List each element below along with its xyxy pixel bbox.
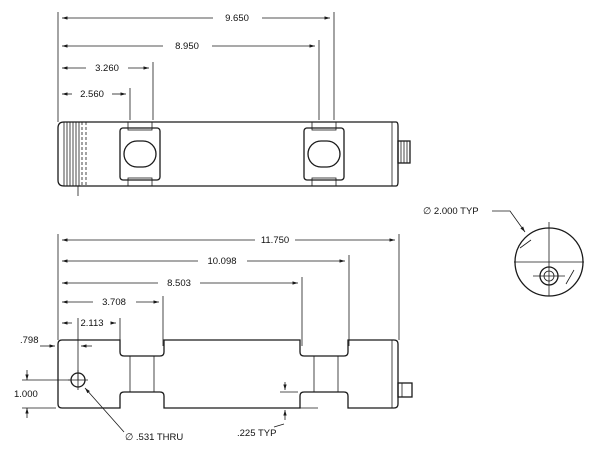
dim-label-8503: 8.503	[167, 278, 191, 289]
groove-depth: .225 TYP	[237, 382, 318, 439]
dim-label-8950: 8.950	[175, 41, 199, 52]
dim-overall-top: 9.650	[61, 13, 330, 24]
end-view: ∅ 2.000 TYP	[423, 206, 584, 297]
hole-note: ∅ .531 THRU	[125, 432, 183, 443]
dim-label-11750: 11.750	[261, 235, 289, 246]
dim-slot-to-slot: 8.950	[61, 41, 315, 52]
hole-leader: ∅ .531 THRU	[84, 387, 183, 443]
dim-label-3260: 3.260	[95, 63, 119, 74]
dim-hole-offset: .798	[20, 335, 92, 348]
end-diameter-note: ∅ 2.000 TYP	[423, 206, 479, 217]
dim-label-2560: 2.560	[80, 89, 104, 100]
dim-third: 8.503	[61, 278, 298, 289]
dim-fourth: 3.708	[61, 297, 159, 308]
dim-overall-front: 11.750	[61, 235, 395, 246]
dim-label-0798: .798	[20, 335, 39, 346]
dim-label-3708: 3.708	[102, 297, 126, 308]
dim-label-10098: 10.098	[207, 256, 236, 267]
dim-slot-far: 3.260	[61, 63, 149, 74]
top-view: 9.650 8.950 3.260 2.560	[57, 12, 411, 196]
dim-label-1000: 1.000	[14, 389, 38, 400]
dim-height: 1.000	[14, 370, 70, 418]
dim-fifth: 2.113	[61, 318, 116, 329]
front-view: 11.750 10.098 8.503 3.708 2.113 .798	[14, 234, 413, 443]
front-body	[57, 339, 399, 409]
groove-note: .225 TYP	[237, 428, 276, 439]
connector-top	[397, 140, 411, 164]
dim-slot-near: 2.560	[61, 89, 126, 100]
connector-front	[397, 382, 413, 398]
slot-right	[303, 121, 345, 187]
dim-label-9650: 9.650	[225, 13, 249, 24]
thru-hole	[68, 370, 88, 390]
dim-second: 10.098	[61, 256, 345, 267]
top-body	[57, 121, 399, 196]
slot-left	[119, 121, 161, 187]
dim-label-2113: 2.113	[80, 318, 103, 329]
